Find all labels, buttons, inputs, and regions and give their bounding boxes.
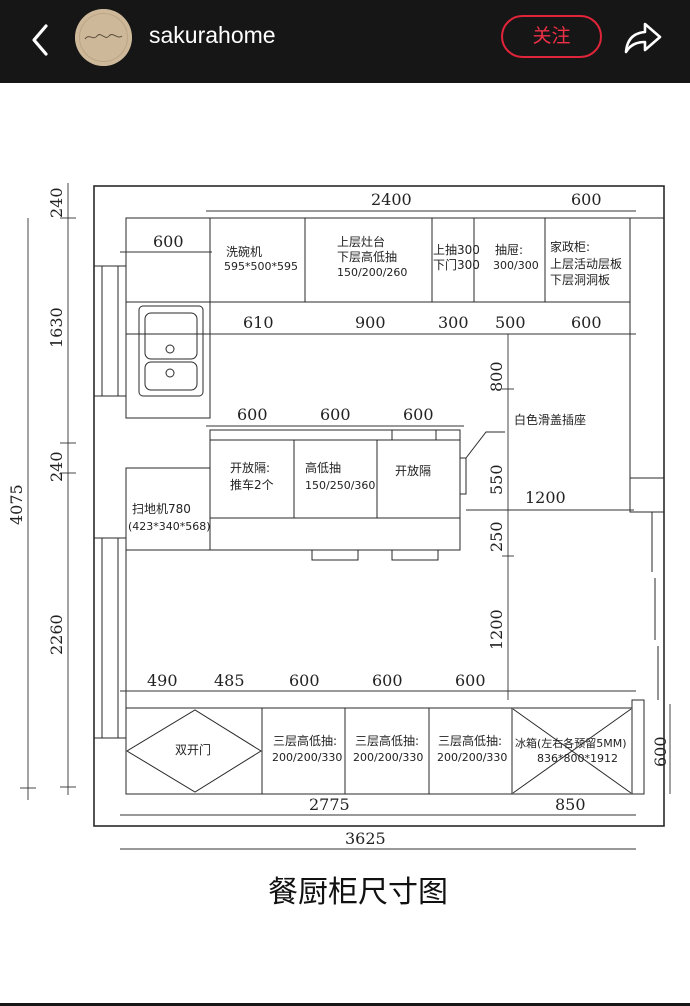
label-three-size-2: 200/200/330 [353,751,423,764]
label-drawer: 抽屉: [495,243,523,257]
drain-1 [165,344,175,354]
label-three-drawer-2: 三层高低抽: [355,733,419,748]
label-stove-drawers: 下层高低抽 [337,249,397,264]
label-socket: 白色滑盖插座 [514,412,586,427]
label-open-shelf-1: 开放隔: [230,460,270,475]
dim-800: 800 [487,361,506,392]
stool-1 [311,549,359,561]
socket-leader [465,431,505,459]
dim-1630: 1630 [47,307,66,348]
label-three-size-3: 200/200/330 [437,751,507,764]
dim-600-right: 600 [651,736,670,767]
sink-bowl-2 [144,361,198,391]
label-high-low-size: 150/250/360 [305,479,375,492]
chevron-left-icon [32,24,48,56]
back-button[interactable] [22,20,62,60]
dim-sink-600: 600 [153,232,184,251]
top-bar: sakurahome 关注 [0,0,690,83]
dim-island-600-3: 600 [403,405,434,424]
label-cart: 推车2个 [230,477,274,492]
label-open-shelf-2: 开放隔 [395,463,431,478]
left-window-upper [93,265,127,397]
stool-2 [391,549,439,561]
username[interactable]: sakurahome [149,22,276,48]
share-arrow-icon [624,22,662,54]
fridge-x [512,708,632,794]
dim-600-b2: 600 [372,671,403,690]
right-box [629,477,665,513]
label-fridge-size: 836*800*1912 [537,752,618,765]
label-fridge: 冰箱(左右各预留5MM) [515,736,627,750]
socket-box [391,429,437,441]
label-robot-size: (423*340*568) [128,520,211,533]
right-strip [629,217,665,479]
dim-4075: 4075 [7,484,26,525]
kitchen-plan-image: .w { fill:none; stroke:#2a2a2a; stroke-w… [0,83,690,1006]
follow-button[interactable]: 关注 [501,15,602,58]
dim-3625: 3625 [345,829,386,848]
dim-2260: 2260 [47,614,66,655]
side-panel [459,457,467,495]
label-dishwasher: 洗碗机 [226,244,262,259]
double-door-diamond [126,709,262,793]
dim-2400: 2400 [371,190,412,209]
label-housekeeping: 家政柜: [550,239,590,254]
floor-plan-drawing: .w { fill:none; stroke:#2a2a2a; stroke-w… [7,183,671,910]
robot-cabinet [125,467,211,551]
bottom-edge [0,1003,690,1006]
plan-title: 餐厨柜尺寸图 [268,875,448,910]
dim-2775: 2775 [309,795,350,814]
label-double-door: 双开门 [175,742,211,757]
dim-850: 850 [555,795,586,814]
dim-600-row2: 600 [571,313,602,332]
sink [138,305,204,397]
left-window-lower [93,537,127,739]
island-lower [209,517,461,551]
label-housekeeping-lower: 下层洞洞板 [550,273,610,287]
dim-island-600-1: 600 [237,405,268,424]
label-stove: 上层灶台 [337,234,385,249]
label-upper-drawer: 上抽300 [433,243,480,257]
dim-600-b3: 600 [455,671,486,690]
dim-300: 300 [438,313,469,332]
island-top-strip [209,429,461,441]
label-three-drawer-1: 三层高低抽: [273,733,337,748]
dimension-lines [20,183,671,850]
dim-500: 500 [495,313,526,332]
right-bottom-panel [631,699,645,795]
label-stove-size: 150/200/260 [337,266,407,279]
dim-240-top: 240 [47,187,66,218]
dim-900: 900 [355,313,386,332]
dim-1200-vertical: 1200 [487,609,506,650]
drain-2 [165,368,175,378]
dim-240-mid: 240 [47,451,66,482]
label-lower-door: 下门300 [433,257,480,272]
dim-600-top-right: 600 [571,190,602,209]
dim-485: 485 [214,671,245,690]
dim-250: 250 [487,521,506,552]
label-high-low-drawer: 高低抽 [305,460,341,475]
label-three-drawer-3: 三层高低抽: [438,733,502,748]
share-button[interactable] [622,18,664,58]
avatar-logo [75,9,132,66]
dim-island-600-2: 600 [320,405,351,424]
label-robot-vacuum: 扫地机780 [132,502,191,516]
label-dishwasher-size: 595*500*595 [224,260,298,273]
label-drawer-size: 300/300 [493,259,539,272]
dim-610: 610 [243,313,274,332]
avatar[interactable] [75,9,132,66]
dim-490: 490 [147,671,178,690]
sink-bowl-1 [144,312,198,360]
label-three-size-1: 200/200/330 [272,751,342,764]
dim-1200-horizontal: 1200 [525,488,566,507]
label-housekeeping-upper: 上层活动层板 [550,257,622,271]
dim-550: 550 [487,464,506,495]
dim-600-b1: 600 [289,671,320,690]
